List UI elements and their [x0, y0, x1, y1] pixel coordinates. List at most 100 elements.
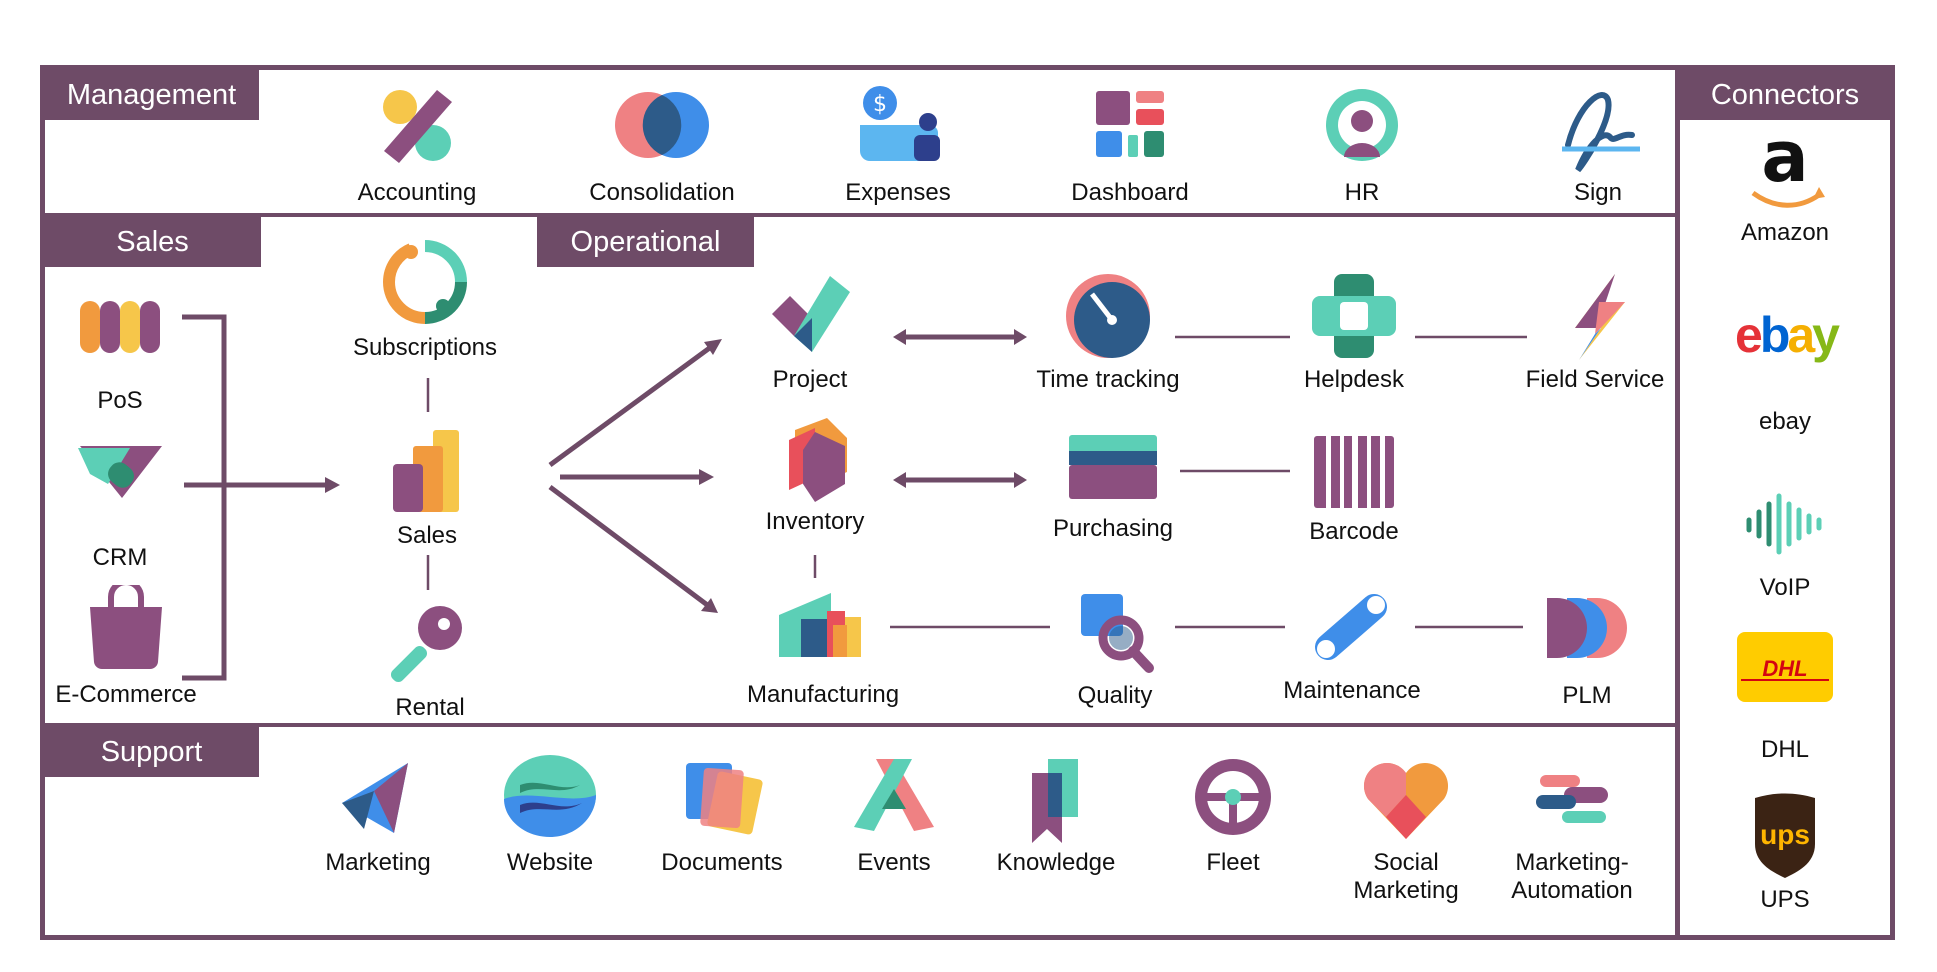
app-ecommerce[interactable]: E-Commerce: [36, 585, 216, 735]
field-service-icon: [1575, 274, 1625, 360]
app-label: CRM: [92, 544, 148, 571]
app-dashboard[interactable]: Dashboard: [1040, 85, 1220, 235]
app-subscriptions[interactable]: Subscriptions: [335, 240, 515, 390]
events-icon: [854, 759, 934, 831]
sign-icon: [1562, 92, 1640, 173]
app-fleet[interactable]: Fleet: [1143, 755, 1323, 905]
app-accounting[interactable]: Accounting: [327, 85, 507, 235]
manufacturing-icon: [779, 593, 861, 657]
amazon-logo: a: [1751, 125, 1825, 208]
management-divider: [40, 213, 1680, 217]
subscriptions-icon: [382, 240, 467, 324]
app-label: Consolidation: [589, 179, 735, 206]
app-social-marketing[interactable]: Social Marketing: [1316, 755, 1496, 905]
app-crm[interactable]: CRM: [30, 440, 210, 590]
app-expenses[interactable]: $ Expenses: [808, 85, 988, 235]
app-documents[interactable]: Documents: [632, 755, 812, 905]
app-label: Subscriptions: [352, 334, 498, 361]
app-pos[interactable]: PoS: [30, 293, 210, 443]
app-label: Marketing- Automation: [1482, 849, 1662, 905]
app-helpdesk[interactable]: Helpdesk: [1264, 272, 1444, 422]
label-line-2: Marketing: [1353, 877, 1459, 904]
arrowhead: [704, 339, 722, 355]
app-label: Sales: [396, 522, 458, 549]
documents-icon: [686, 763, 763, 835]
connector-ups[interactable]: ups UPS: [1695, 792, 1875, 942]
app-label: Social Marketing: [1316, 849, 1496, 905]
sales-bracket: [182, 314, 227, 681]
maintenance-icon: [1315, 594, 1387, 660]
app-label: Website: [506, 849, 594, 876]
app-maintenance[interactable]: Maintenance: [1262, 585, 1442, 735]
time-tracking-icon: [1066, 274, 1150, 358]
app-events[interactable]: Events: [804, 755, 984, 905]
app-rental[interactable]: Rental: [340, 600, 520, 750]
app-marketing-automation[interactable]: Marketing- Automation: [1482, 755, 1662, 905]
connector-label: UPS: [1760, 886, 1810, 913]
app-label: Helpdesk: [1303, 366, 1405, 393]
connector-voip[interactable]: VoIP: [1695, 480, 1875, 630]
connector-ebay[interactable]: ebay ebay: [1695, 300, 1875, 450]
marketing-icon: [342, 763, 408, 833]
app-label: Project: [772, 366, 848, 393]
knowledge-icon: [1032, 759, 1078, 843]
app-field-service[interactable]: Field Service: [1505, 272, 1685, 422]
app-sales[interactable]: Sales: [337, 428, 517, 578]
section-connectors: Connectors: [1680, 70, 1890, 120]
inventory-icon: [789, 418, 847, 502]
plm-icon: [1547, 598, 1627, 658]
dhl-logo-text: DHL: [1762, 656, 1807, 681]
section-support: Support: [44, 727, 259, 777]
app-quality[interactable]: Quality: [1025, 590, 1205, 740]
connector-dhl[interactable]: DHL DHL: [1695, 628, 1875, 778]
app-sign[interactable]: Sign: [1508, 85, 1688, 235]
app-label: Expenses: [845, 179, 951, 206]
marketing-automation-icon: [1536, 775, 1608, 823]
pos-icon: [80, 301, 160, 353]
connector-label: Amazon: [1740, 219, 1830, 246]
barcode-icon: [1314, 436, 1394, 508]
accounting-icon: [383, 90, 452, 163]
connector-label: ebay: [1758, 408, 1812, 435]
app-label: Purchasing: [1052, 515, 1174, 542]
app-label: Marketing: [325, 849, 431, 876]
dhl-logo: DHL: [1737, 632, 1833, 702]
arrowhead: [1014, 329, 1027, 345]
support-divider: [40, 723, 1680, 727]
arrowhead: [1014, 472, 1027, 488]
app-plm[interactable]: PLM: [1497, 590, 1677, 740]
app-label: Inventory: [765, 508, 865, 535]
app-consolidation[interactable]: Consolidation: [572, 85, 752, 235]
app-label: Barcode: [1309, 518, 1399, 545]
arrowhead: [701, 598, 718, 613]
helpdesk-icon: [1312, 274, 1396, 358]
section-operational: Operational: [537, 217, 754, 267]
project-icon: [772, 276, 850, 352]
app-project[interactable]: Project: [720, 272, 900, 422]
app-purchasing[interactable]: Purchasing: [1023, 425, 1203, 575]
app-label: Quality: [1077, 682, 1153, 709]
app-label: Manufacturing: [746, 681, 900, 708]
app-label: Time tracking: [1036, 366, 1180, 393]
voip-icon: [1746, 493, 1822, 555]
app-hr[interactable]: HR: [1272, 85, 1452, 235]
app-inventory[interactable]: Inventory: [725, 418, 905, 568]
connector-amazon[interactable]: a Amazon: [1695, 125, 1875, 275]
label-line-2: Automation: [1511, 877, 1633, 904]
svg-text:a: a: [1761, 125, 1808, 198]
connector-label: VoIP: [1759, 574, 1811, 601]
svg-text:$: $: [873, 92, 887, 117]
app-manufacturing[interactable]: Manufacturing: [733, 585, 913, 735]
ups-logo-text: ups: [1760, 819, 1810, 850]
social-marketing-icon: [1363, 762, 1449, 839]
app-label: Fleet: [1206, 849, 1260, 876]
app-website[interactable]: Website: [460, 755, 640, 905]
app-marketing[interactable]: Marketing: [288, 755, 468, 905]
arrowhead: [893, 329, 906, 345]
app-time-tracking[interactable]: Time tracking: [1018, 272, 1198, 422]
app-barcode[interactable]: Barcode: [1264, 428, 1444, 578]
app-label: Events: [857, 849, 931, 876]
app-knowledge[interactable]: Knowledge: [966, 755, 1146, 905]
